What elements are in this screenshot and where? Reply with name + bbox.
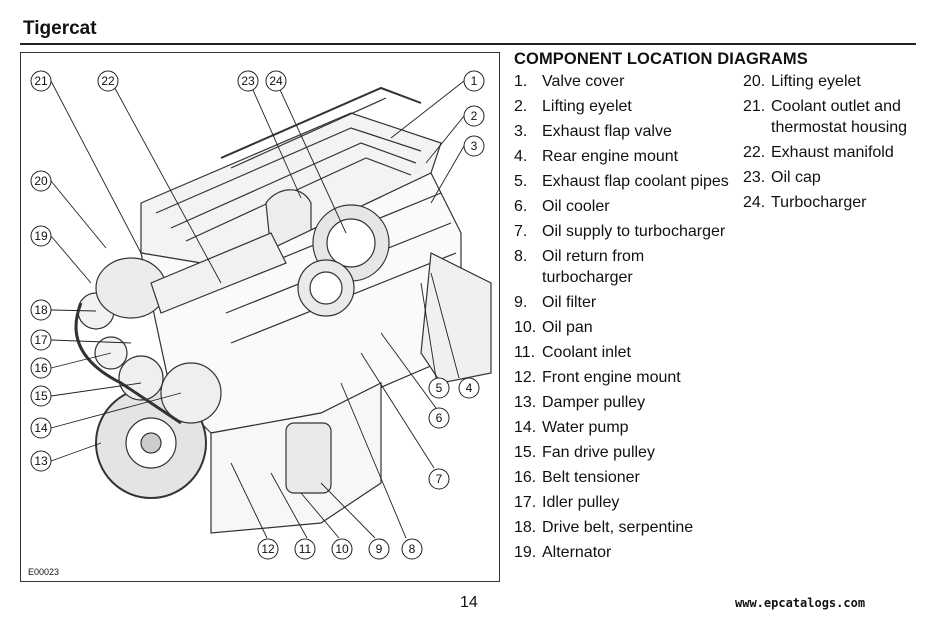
callout-13: 13 bbox=[30, 450, 52, 472]
engine-diagram-figure: 1 2 3 4 5 6 7 8 9 10 11 12 13 14 15 16 1… bbox=[20, 52, 500, 582]
svg-text:10: 10 bbox=[335, 542, 349, 556]
list-item: 5.Exhaust flap coolant pipes bbox=[514, 173, 729, 190]
list-item: 13.Damper pulley bbox=[514, 394, 646, 411]
list-item: 11.Coolant inlet bbox=[514, 344, 631, 361]
svg-text:21: 21 bbox=[34, 74, 48, 88]
svg-text:7: 7 bbox=[436, 472, 443, 486]
svg-text:5: 5 bbox=[436, 381, 443, 395]
callout-17: 17 bbox=[30, 329, 52, 351]
svg-text:2: 2 bbox=[471, 109, 478, 123]
svg-text:24: 24 bbox=[269, 74, 283, 88]
callout-14: 14 bbox=[30, 417, 52, 439]
callout-18: 18 bbox=[30, 299, 52, 321]
component-list-right: 20.Lifting eyelet 21.Coolant outlet and … bbox=[743, 71, 923, 217]
svg-text:16: 16 bbox=[34, 361, 48, 375]
page-number: 14 bbox=[460, 594, 478, 611]
list-item: 6.Oil cooler bbox=[514, 198, 610, 215]
list-item: 24.Turbocharger bbox=[743, 194, 867, 211]
list-item: 23.Oil cap bbox=[743, 169, 821, 186]
list-item: 4.Rear engine mount bbox=[514, 148, 679, 165]
callout-21: 21 bbox=[30, 70, 52, 92]
list-item: 17.Idler pulley bbox=[514, 494, 620, 511]
callout-7: 7 bbox=[428, 468, 450, 490]
svg-text:22: 22 bbox=[101, 74, 115, 88]
svg-text:14: 14 bbox=[34, 421, 48, 435]
list-item: 19.Alternator bbox=[514, 544, 612, 561]
callout-5: 5 bbox=[428, 377, 450, 399]
list-item: 9.Oil filter bbox=[514, 294, 597, 311]
svg-text:19: 19 bbox=[34, 229, 48, 243]
engine-illustration: 1 2 3 4 5 6 7 8 9 10 11 12 13 14 15 16 1… bbox=[30, 70, 492, 560]
callout-22: 22 bbox=[97, 70, 119, 92]
list-item: 14.Water pump bbox=[514, 419, 629, 436]
svg-text:12: 12 bbox=[261, 542, 275, 556]
callout-8: 8 bbox=[401, 538, 423, 560]
callout-15: 15 bbox=[30, 385, 52, 407]
callout-1: 1 bbox=[463, 70, 485, 92]
svg-text:17: 17 bbox=[34, 333, 48, 347]
list-item: 10.Oil pan bbox=[514, 319, 593, 336]
callout-6: 6 bbox=[428, 407, 450, 429]
list-item: 3.Exhaust flap valve bbox=[514, 123, 672, 140]
callout-2: 2 bbox=[463, 105, 485, 127]
list-item: 8.Oil return from turbocharger bbox=[514, 248, 645, 286]
component-list-left: 1.Valve cover 2.Lifting eyelet 3.Exhaust… bbox=[514, 71, 739, 567]
callout-9: 9 bbox=[368, 538, 390, 560]
callout-11: 11 bbox=[294, 538, 316, 560]
callout-20: 20 bbox=[30, 170, 52, 192]
callout-4: 4 bbox=[458, 377, 480, 399]
callout-24: 24 bbox=[265, 70, 287, 92]
svg-text:18: 18 bbox=[34, 303, 48, 317]
callout-3: 3 bbox=[463, 135, 485, 157]
list-item: 1.Valve cover bbox=[514, 73, 625, 90]
svg-text:11: 11 bbox=[299, 542, 312, 556]
svg-text:23: 23 bbox=[241, 74, 255, 88]
list-item: 15.Fan drive pulley bbox=[514, 444, 655, 461]
callout-19: 19 bbox=[30, 225, 52, 247]
svg-text:6: 6 bbox=[436, 411, 443, 425]
callout-10: 10 bbox=[331, 538, 353, 560]
list-item: 21.Coolant outlet and thermostat housing bbox=[743, 98, 908, 136]
callout-12: 12 bbox=[257, 538, 279, 560]
section-title: COMPONENT LOCATION DIAGRAMS bbox=[514, 50, 808, 68]
svg-text:9: 9 bbox=[376, 542, 383, 556]
list-item: 16.Belt tensioner bbox=[514, 469, 640, 486]
svg-text:4: 4 bbox=[466, 381, 473, 395]
list-item: 20.Lifting eyelet bbox=[743, 73, 861, 90]
page-header-title: Tigercat bbox=[23, 18, 97, 39]
svg-text:3: 3 bbox=[471, 139, 478, 153]
svg-text:1: 1 bbox=[471, 74, 478, 88]
list-item: 22.Exhaust manifold bbox=[743, 144, 894, 161]
callout-16: 16 bbox=[30, 357, 52, 379]
list-item: 7.Oil supply to turbocharger bbox=[514, 223, 726, 240]
website-watermark: www.epcatalogs.com bbox=[735, 596, 866, 610]
svg-text:13: 13 bbox=[34, 454, 48, 468]
figure-id: E00023 bbox=[28, 567, 60, 577]
list-item: 18.Drive belt, serpentine bbox=[514, 519, 694, 536]
svg-text:15: 15 bbox=[34, 389, 48, 403]
list-item: 12.Front engine mount bbox=[514, 369, 681, 386]
svg-text:8: 8 bbox=[409, 542, 416, 556]
svg-text:20: 20 bbox=[34, 174, 48, 188]
list-item: 2.Lifting eyelet bbox=[514, 98, 632, 115]
header-rule bbox=[20, 43, 916, 45]
callout-23: 23 bbox=[237, 70, 259, 92]
